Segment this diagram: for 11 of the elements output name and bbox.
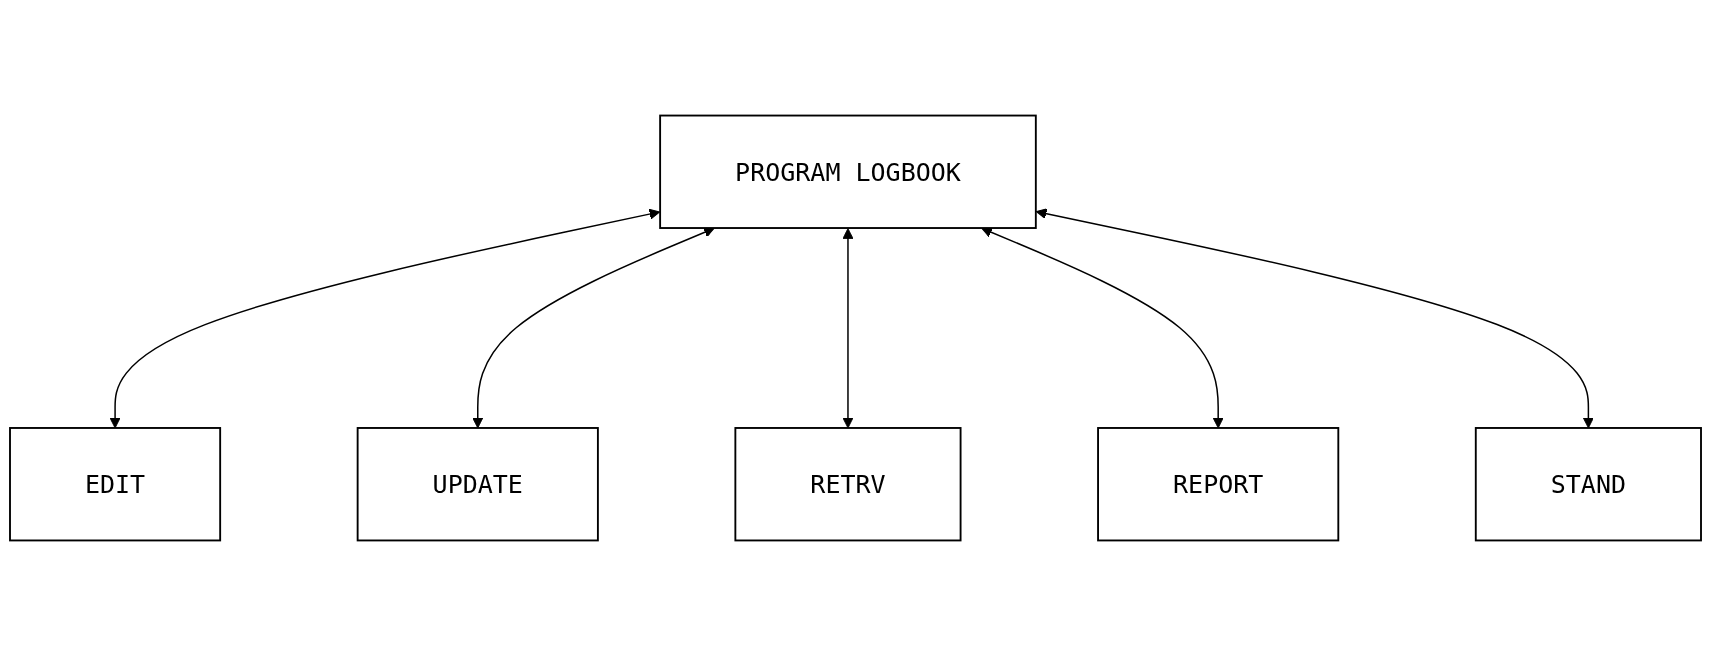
node-box: PROGRAM LOGBOOK [659, 114, 1037, 229]
arrow [1035, 208, 1594, 429]
arrow [109, 208, 661, 429]
arrow [472, 227, 715, 429]
node-box: STAND [1474, 427, 1702, 542]
node-box: EDIT [9, 427, 222, 542]
node-box: UPDATE [356, 427, 599, 542]
arrow [981, 227, 1224, 429]
arrow [842, 228, 854, 429]
node-box: REPORT [1097, 427, 1340, 542]
node-box: RETRV [734, 427, 962, 542]
